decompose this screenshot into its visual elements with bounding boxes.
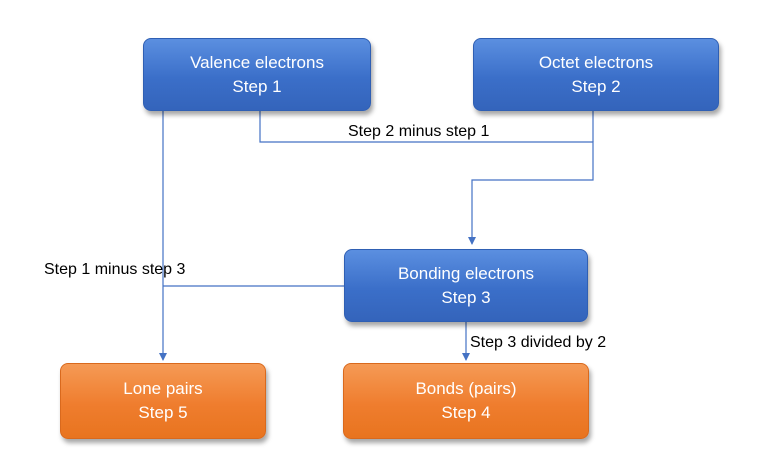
valence-electrons-node: Valence electrons Step 1 [143, 38, 371, 111]
lone-pairs-node: Lone pairs Step 5 [60, 363, 266, 439]
bonds-step: Step 4 [441, 403, 491, 422]
bonding-title: Bonding electrons [397, 263, 535, 283]
valence-title: Valence electrons [190, 52, 324, 72]
label-step2-minus-step1: Step 2 minus step 1 [348, 123, 490, 140]
bonding-step: Step 3 [441, 287, 491, 307]
octet-title: Octet electrons [538, 52, 654, 72]
octet-electrons-node: Octet electrons Step 2 [473, 38, 719, 111]
bonding-electrons-node: Bonding electrons Step 3 [344, 249, 588, 322]
valence-step: Step 1 [232, 76, 282, 96]
label-step1-minus-step3: Step 1 minus step 3 [44, 261, 186, 278]
bonds-title: Bonds (pairs) [415, 379, 517, 398]
octet-step: Step 2 [571, 76, 621, 96]
label-step3-divided-by-2: Step 3 divided by 2 [470, 334, 607, 351]
connector-valence-octet-to-bonding [259, 110, 594, 245]
bonds-pairs-node: Bonds (pairs) Step 4 [343, 363, 589, 439]
lone-title: Lone pairs [123, 379, 203, 398]
lone-step: Step 5 [138, 403, 188, 422]
